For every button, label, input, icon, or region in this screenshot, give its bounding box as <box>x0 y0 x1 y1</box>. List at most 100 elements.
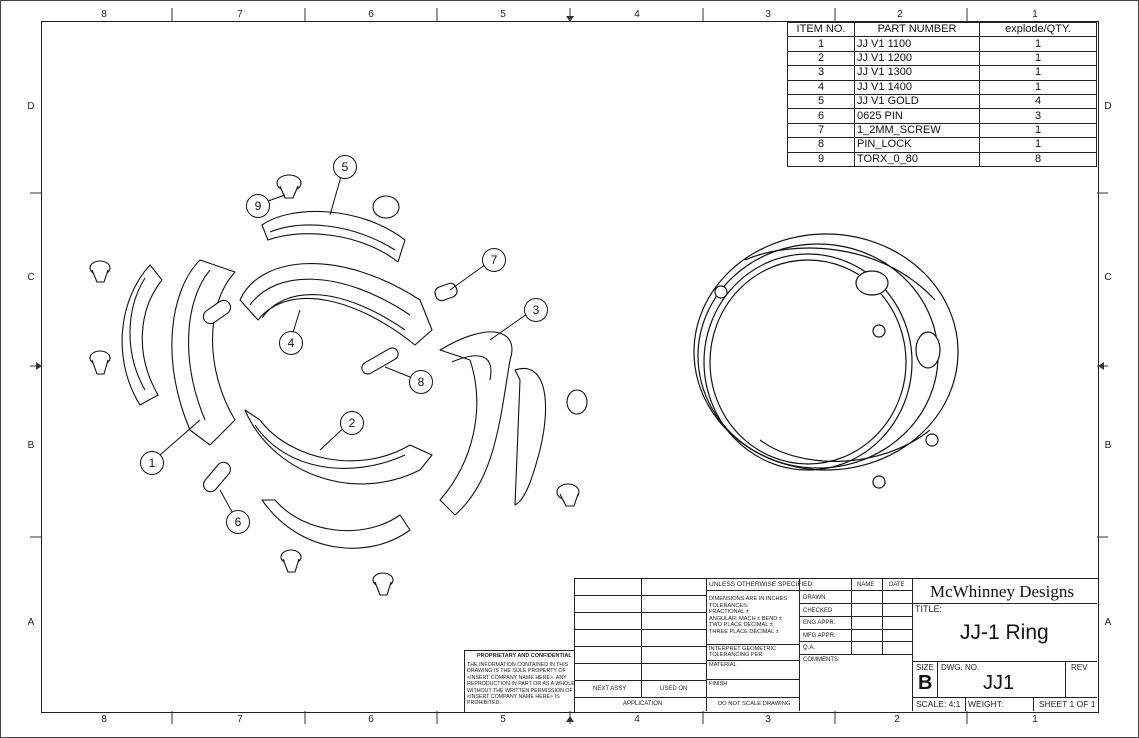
size-label: SIZE <box>916 663 934 672</box>
drawing-number: JJ1 <box>983 672 1015 694</box>
zone-col: 6 <box>368 9 374 20</box>
bom-item-no: 6 <box>787 108 855 124</box>
bom-qty: 1 <box>979 50 1097 67</box>
assembled-ring-view <box>693 233 959 489</box>
sheet-number: SHEET 1 OF 1 <box>1039 699 1096 709</box>
bom-part-number: PIN_LOCK <box>854 137 980 153</box>
bom-item-no: 8 <box>787 137 855 153</box>
proprietary-title: PROPRIETARY AND CONFIDENTIAL <box>477 653 572 659</box>
name-header: NAME <box>857 582 875 588</box>
tolerances-text: DIMENSIONS ARE IN INCHES TOLERANCES: FRA… <box>709 596 788 635</box>
application-label: APPLICATION <box>623 701 663 707</box>
divider <box>574 612 706 613</box>
unless-specified-label: UNLESS OTHERWISE SPECIFIED: <box>709 581 814 588</box>
divider <box>1065 661 1066 697</box>
zone-col: 3 <box>765 714 771 725</box>
material-label: MATERIAL <box>709 662 737 668</box>
divider <box>937 661 938 697</box>
bom-part-number: JJ V1 1400 <box>854 79 980 95</box>
scale-label: SCALE: 4:1 <box>916 699 961 709</box>
used-on-label: USED ON <box>660 686 688 692</box>
bom-item-no: 2 <box>787 50 855 67</box>
next-assy-label: NEXT ASSY <box>593 686 627 692</box>
bom-header-row: ITEM NO. PART NUMBER explode/QTY. <box>787 21 1097 38</box>
divider <box>706 660 800 661</box>
divider <box>706 679 800 680</box>
divider <box>965 697 966 711</box>
bom-item-no: 5 <box>787 93 855 110</box>
zone-col: 8 <box>101 9 107 20</box>
divider <box>706 590 800 591</box>
zone-row: C <box>27 272 35 283</box>
title-block-frame <box>574 578 1098 712</box>
bom-header: explode/QTY. <box>979 21 1097 38</box>
divider <box>799 654 912 655</box>
bom-part-number: JJ V1 1100 <box>854 36 980 52</box>
balloon: 9 <box>246 194 270 218</box>
bom-part-number: 1_2MM_SCREW <box>854 122 980 139</box>
divider <box>799 616 912 617</box>
divider <box>799 641 912 642</box>
zone-row: D <box>27 101 35 112</box>
bom-part-number: JJ V1 1300 <box>854 65 980 81</box>
zone-col: 6 <box>368 714 374 725</box>
bom-part-number: 0625 PIN <box>854 108 980 124</box>
bom-item-no: 1 <box>787 36 855 52</box>
weight-label: WEIGHT: <box>968 699 1004 709</box>
divider <box>799 603 912 604</box>
zone-col: 3 <box>765 9 771 20</box>
bom-qty: 1 <box>979 36 1097 52</box>
divider <box>912 603 1097 604</box>
divider <box>799 590 912 591</box>
title-label: TITLE: <box>915 604 943 614</box>
zone-col: 2 <box>897 9 903 20</box>
balloon: 2 <box>340 411 364 435</box>
centering-marks <box>36 16 1104 722</box>
zone-col: 5 <box>500 714 506 725</box>
bom-qty: 1 <box>979 122 1097 139</box>
balloon: 3 <box>524 298 548 322</box>
drawing-title: JJ-1 Ring <box>960 621 1049 644</box>
drawn-label: DRAWN <box>803 595 826 601</box>
zone-col: 1 <box>1032 9 1038 20</box>
bom-qty: 4 <box>979 93 1097 110</box>
zone-col: 4 <box>634 9 640 20</box>
qa-label: Q.A. <box>803 645 816 651</box>
zone-col: 5 <box>500 9 506 20</box>
eng-appr-label: ENG APPR. <box>803 620 836 626</box>
divider <box>574 663 706 664</box>
divider <box>574 697 800 698</box>
finish-label: FINISH <box>709 681 728 687</box>
dwg-no-label: DWG. NO. <box>941 663 980 672</box>
proprietary-box <box>464 650 575 712</box>
balloon: 1 <box>140 451 164 475</box>
date-header: DATE <box>889 582 905 588</box>
checked-label: CHECKED <box>803 608 833 614</box>
divider <box>641 578 642 697</box>
divider <box>912 697 1097 698</box>
divider <box>912 661 1097 662</box>
divider <box>574 646 706 647</box>
zone-col: 7 <box>237 714 243 725</box>
bom-item-no: 4 <box>787 79 855 95</box>
divider <box>574 595 706 596</box>
bom-item-no: 3 <box>787 65 855 81</box>
mfg-appr-label: MFG APPR. <box>803 633 836 639</box>
zone-col: 7 <box>237 9 243 20</box>
zone-col: 8 <box>101 714 107 725</box>
zone-row: A <box>27 617 35 628</box>
bom-qty: 1 <box>979 137 1097 153</box>
bom-qty: 1 <box>979 65 1097 81</box>
balloon: 6 <box>226 510 250 534</box>
interpret-label: INTERPRET GEOMETRIC TOLERANCING PER: <box>709 646 777 659</box>
bom-item-no: 9 <box>787 151 855 167</box>
divider <box>574 680 706 681</box>
